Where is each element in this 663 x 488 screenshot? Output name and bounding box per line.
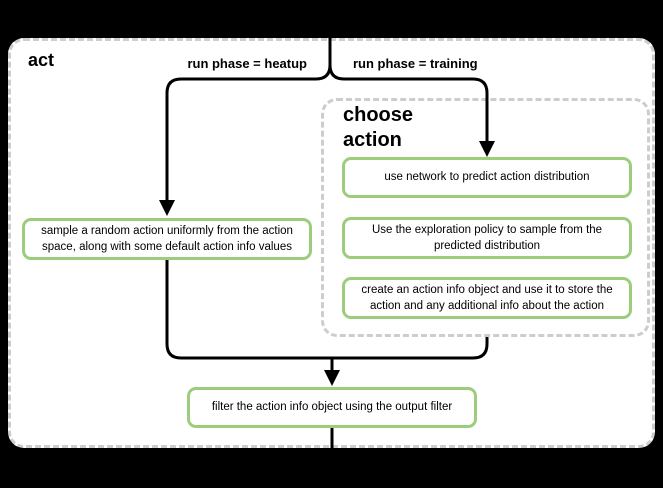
node-use-network-predict: use network to predict action distributi…	[342, 157, 632, 198]
branch-label-training: run phase = training	[353, 56, 478, 71]
node-create-action-info-label: create an action info object and use it …	[361, 283, 613, 312]
node-sample-random-action: sample a random action uniformly from th…	[22, 218, 312, 260]
node-use-network-predict-label: use network to predict action distributi…	[384, 171, 590, 184]
node-filter-output: filter the action info object using the …	[187, 387, 477, 428]
node-filter-output-label: filter the action info object using the …	[211, 401, 453, 414]
choose-action-group-title: choose action	[343, 104, 414, 151]
branch-label-heatup: run phase = heatup	[187, 56, 307, 71]
node-exploration-policy: Use the exploration policy to sample fro…	[342, 217, 632, 259]
node-create-action-info: create an action info object and use it …	[342, 277, 632, 319]
act-title: act	[28, 50, 55, 70]
node-exploration-policy-label: Use the exploration policy to sample fro…	[371, 223, 603, 252]
node-sample-random-action-label: sample a random action uniformly from th…	[41, 224, 293, 253]
